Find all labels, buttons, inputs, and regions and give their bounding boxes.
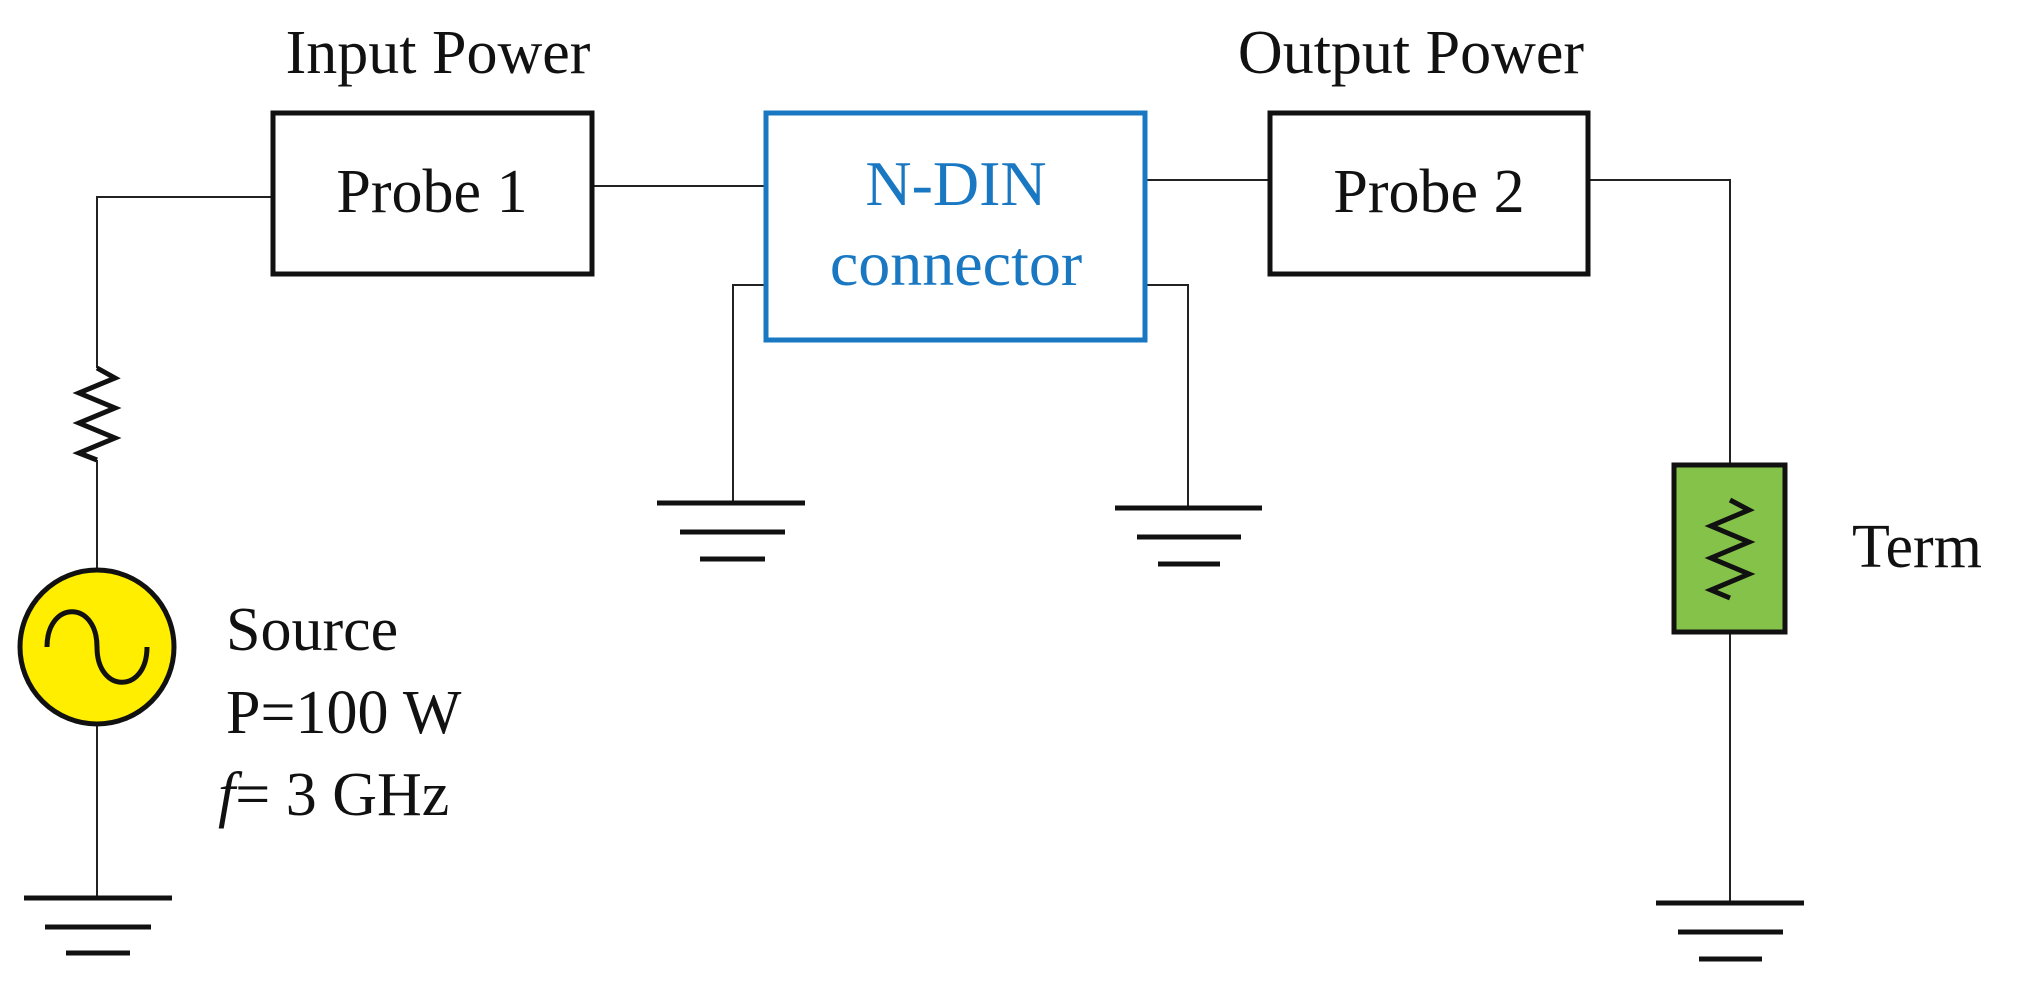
wires <box>96 179 1731 903</box>
output-power-label: Output Power <box>1238 19 1585 87</box>
input-power-label: Input Power <box>286 19 591 87</box>
ac-source <box>17 567 177 727</box>
ground-icon <box>1115 505 1262 567</box>
probe-2-label: Probe 2 <box>1333 158 1524 226</box>
ground-icon <box>1656 900 1804 962</box>
connector-box <box>763 110 1148 343</box>
wire-connector-left-ground <box>732 284 766 503</box>
frequency-value: = 3 GHz <box>235 761 449 829</box>
ground-icon <box>24 895 172 956</box>
wire-probe1-to-resistor <box>96 196 273 368</box>
termination <box>1671 462 1788 635</box>
source-power-label: P=100 W <box>226 679 462 747</box>
probe-1-label: Probe 1 <box>336 158 527 226</box>
wire-probe2-to-term <box>1588 179 1731 465</box>
connector-label-line2: connector <box>830 228 1082 299</box>
resistor-icon <box>72 365 122 463</box>
source-frequency-label: f= 3 GHz <box>218 761 449 829</box>
wire-connector-right-ground <box>1145 284 1189 508</box>
connector-label-line1: N-DIN <box>865 148 1046 219</box>
probe-2: Probe 2 <box>1267 110 1591 277</box>
probe-2-box <box>1267 110 1591 277</box>
n-din-connector: N-DIN connector <box>763 110 1148 343</box>
probe-1: Probe 1 <box>270 110 595 277</box>
probe-1-box <box>270 110 595 277</box>
ground-icon <box>657 500 805 562</box>
sine-wave-icon <box>44 609 150 685</box>
termination-label: Term <box>1852 513 1982 581</box>
source-label: Source <box>226 596 398 664</box>
termination-resistor-icon <box>1704 497 1756 601</box>
